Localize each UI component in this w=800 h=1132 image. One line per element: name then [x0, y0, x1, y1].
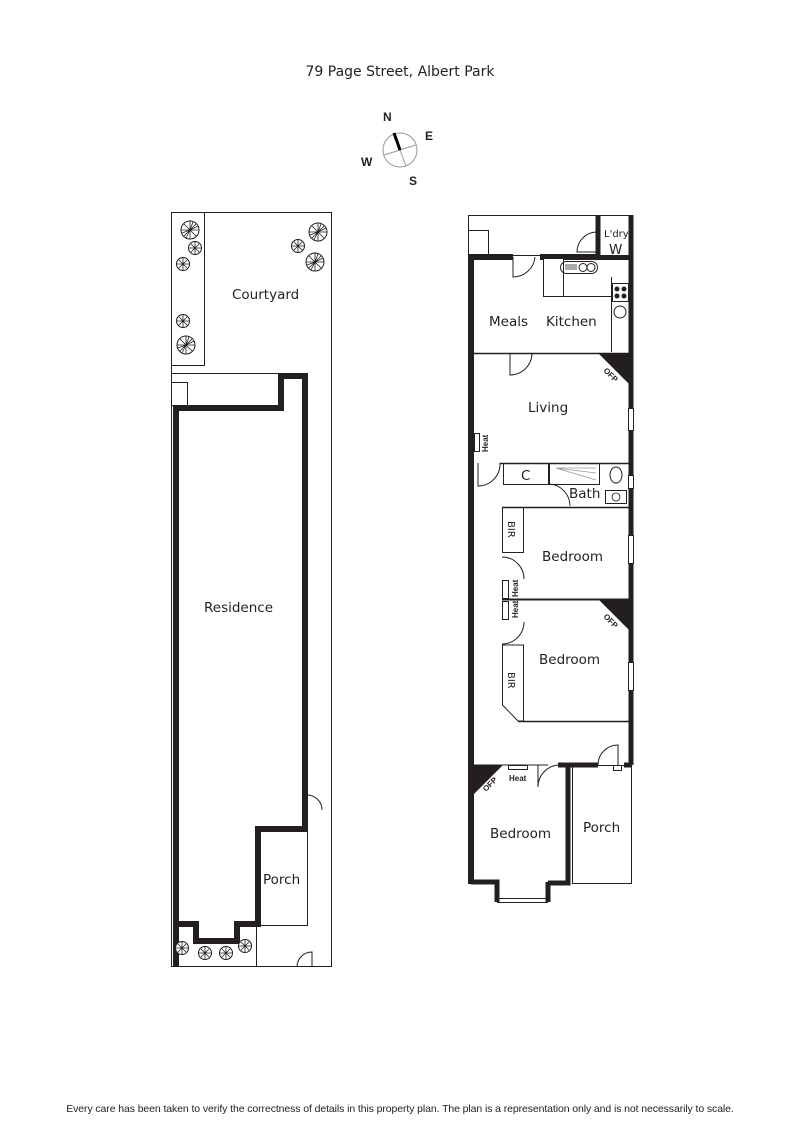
room-kitchen: Kitchen [546, 314, 597, 330]
room-residence: Residence [204, 600, 273, 616]
room-bath: Bath [569, 486, 600, 502]
robe-bedroom-2: BIR [505, 672, 516, 689]
floor-plan [468, 215, 634, 903]
room-meals: Meals [489, 314, 528, 330]
room-laundry: L'dry [604, 229, 629, 240]
room-site-porch: Porch [263, 872, 300, 888]
room-porch: Porch [583, 820, 620, 836]
room-living: Living [528, 400, 568, 416]
compass-north: N [383, 110, 392, 124]
room-bedroom-2: Bedroom [539, 652, 600, 668]
heater-bedroom-3: Heat [509, 774, 527, 783]
compass: N E S W [361, 110, 433, 188]
compass-east: E [425, 129, 433, 143]
room-bedroom-3: Bedroom [490, 826, 551, 842]
heater-bedroom-1: Heat [511, 579, 520, 597]
disclaimer-text: Every care has been taken to verify the … [66, 1103, 734, 1115]
room-courtyard: Courtyard [232, 287, 299, 303]
heater-living: Heat [481, 434, 490, 452]
fixture-washer: W [609, 242, 622, 258]
heater-bedroom-2: Heat [511, 600, 520, 618]
room-bedroom-1: Bedroom [542, 549, 603, 565]
compass-south: S [409, 174, 417, 188]
property-address-title: 79 Page Street, Albert Park [305, 64, 495, 80]
compass-west: W [361, 155, 373, 169]
room-cupboard: C [521, 468, 530, 484]
site-plan [171, 212, 332, 968]
robe-bedroom-1: BIR [505, 521, 516, 538]
north-needle-icon [392, 132, 402, 151]
